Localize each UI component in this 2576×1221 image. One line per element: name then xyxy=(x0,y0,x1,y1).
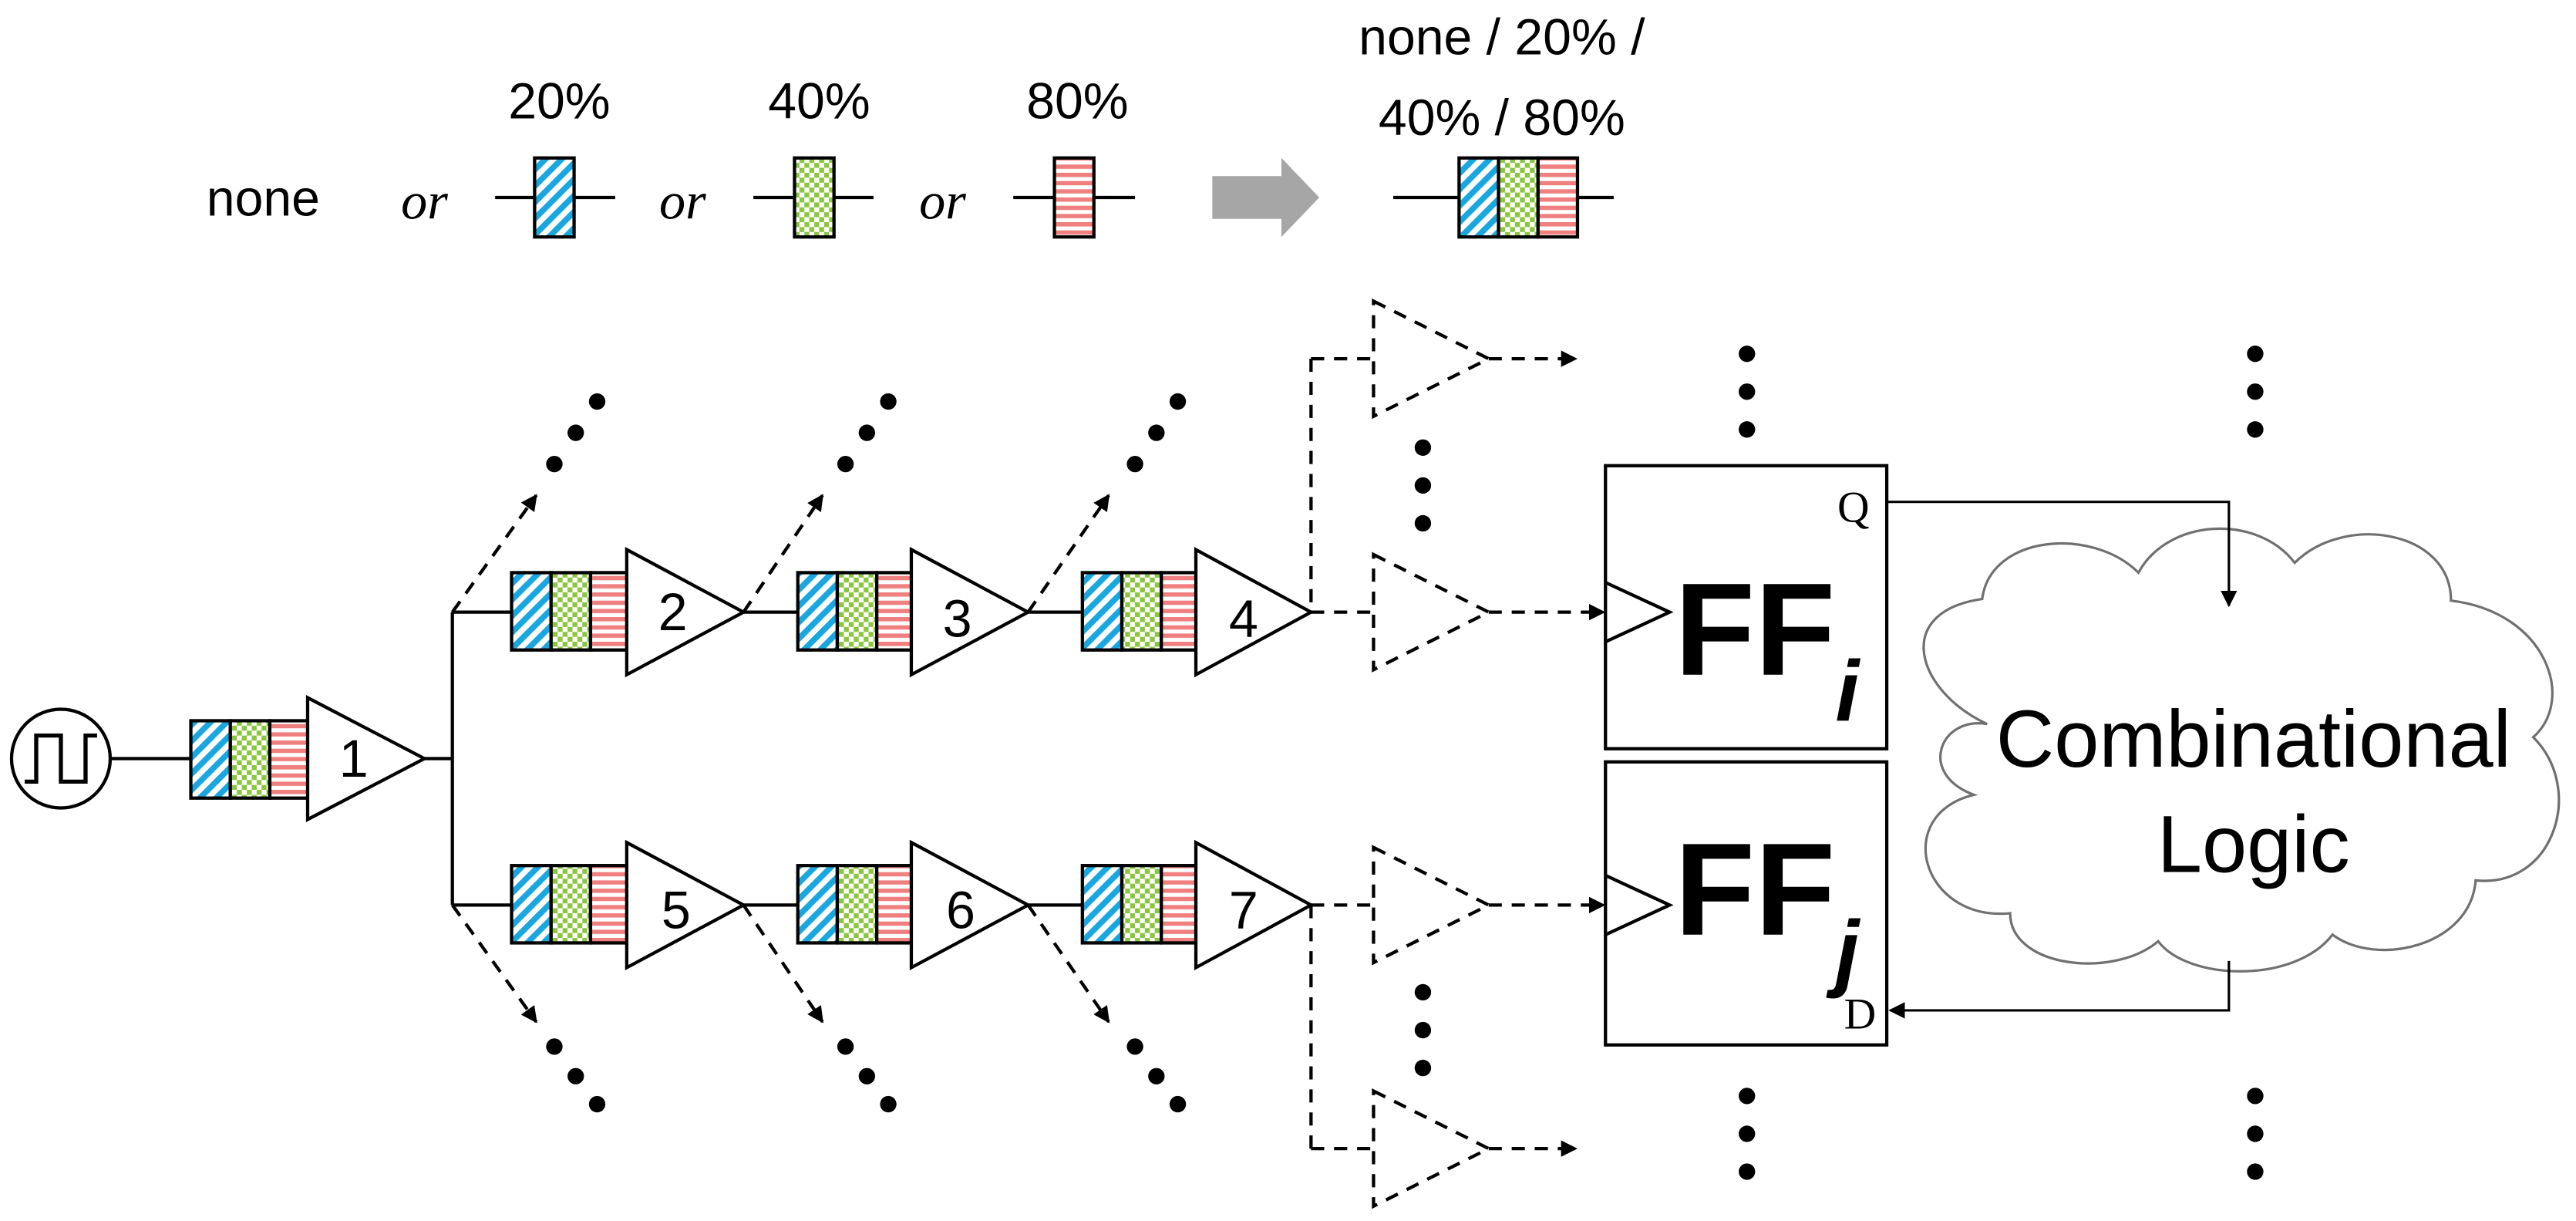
clock-source xyxy=(9,707,191,810)
legend-or-3: or xyxy=(919,172,966,231)
logic-cloud xyxy=(1922,527,2561,973)
legend-delay-20: 20% xyxy=(495,73,615,239)
buffer-4-label: 4 xyxy=(1229,590,1258,649)
delay-stack-1 xyxy=(189,719,311,800)
dashed-buffer-top xyxy=(1372,298,1493,420)
buffer-1 xyxy=(305,695,429,822)
logic-to-d-wire xyxy=(1888,960,2231,1019)
delay-stack-3 xyxy=(796,571,918,652)
dashed-branches xyxy=(450,350,1606,1157)
ellipsis-dots xyxy=(546,346,2264,1180)
legend-20-label: 20% xyxy=(508,73,610,130)
buffer-7 xyxy=(1194,839,1315,971)
logic-line2: Logic xyxy=(2157,800,2350,890)
legend: none or or or 20% 40% 80% none / 20% / 4… xyxy=(207,8,1645,239)
dashed-buffers xyxy=(1372,298,1493,1209)
buffer-3 xyxy=(909,547,1032,678)
buffer-labels: 1 2 3 4 5 6 7 xyxy=(339,583,1258,939)
legend-arrow-icon xyxy=(1212,157,1320,238)
ff-j-d-pin: D xyxy=(1844,990,1877,1038)
buffer-1-label: 1 xyxy=(339,730,369,788)
legend-combined-line1: none / 20% / xyxy=(1359,8,1645,66)
buffer-5 xyxy=(625,839,747,971)
buffer-6-label: 6 xyxy=(946,881,975,939)
dashed-buffer-ff-i xyxy=(1372,551,1493,673)
delay-stack-4 xyxy=(1080,571,1203,652)
logic-line1: Combinational xyxy=(1996,694,2511,784)
clock-pin-icon xyxy=(1605,581,1674,643)
clock-pin-icon xyxy=(1605,874,1674,936)
legend-80-label: 80% xyxy=(1026,73,1128,130)
ff-j-label: FFj xyxy=(1675,816,1861,1000)
legend-or-1: or xyxy=(401,172,448,231)
buffer-5-label: 5 xyxy=(662,881,691,939)
legend-combined-line2: 40% / 80% xyxy=(1379,89,1625,147)
buffer-2 xyxy=(625,547,747,678)
square-wave-icon xyxy=(25,733,97,784)
delay-block-20 xyxy=(533,156,576,239)
buffer-7-label: 7 xyxy=(1229,881,1258,939)
ff-i-label: FFi xyxy=(1675,556,1861,740)
buffer-2-label: 2 xyxy=(658,583,688,642)
combinational-logic: Combinational Logic xyxy=(1922,527,2561,973)
legend-delay-40: 40% xyxy=(753,73,874,239)
delay-stack-6 xyxy=(796,864,918,945)
tree-wires xyxy=(424,610,1083,907)
buffers xyxy=(305,546,1315,971)
delay-block-80 xyxy=(1052,156,1096,239)
legend-delay-80: 80% xyxy=(1013,73,1136,239)
legend-40-label: 40% xyxy=(768,73,870,130)
dashed-buffer-bottom xyxy=(1372,1088,1493,1209)
flip-flop-j: FFj D xyxy=(1604,760,1889,1047)
delay-stack-7 xyxy=(1080,864,1203,945)
delay-stack-2 xyxy=(510,571,632,652)
buffer-6 xyxy=(909,839,1032,971)
delay-stack-5 xyxy=(510,864,632,945)
delay-block-40 xyxy=(793,156,836,239)
dashed-buffer-ff-j xyxy=(1372,845,1493,966)
legend-combined: none / 20% / 40% / 80% xyxy=(1359,8,1645,239)
feedback-wires xyxy=(1887,501,2238,1019)
q-to-logic-wire xyxy=(1887,501,2238,608)
buffer-3-label: 3 xyxy=(943,590,972,649)
legend-or-2: or xyxy=(659,172,706,231)
buffer-4 xyxy=(1194,546,1315,678)
flip-flop-i: FFi Q xyxy=(1604,464,1889,750)
legend-none-label: none xyxy=(207,170,320,227)
ff-i-q-pin: Q xyxy=(1837,483,1870,531)
